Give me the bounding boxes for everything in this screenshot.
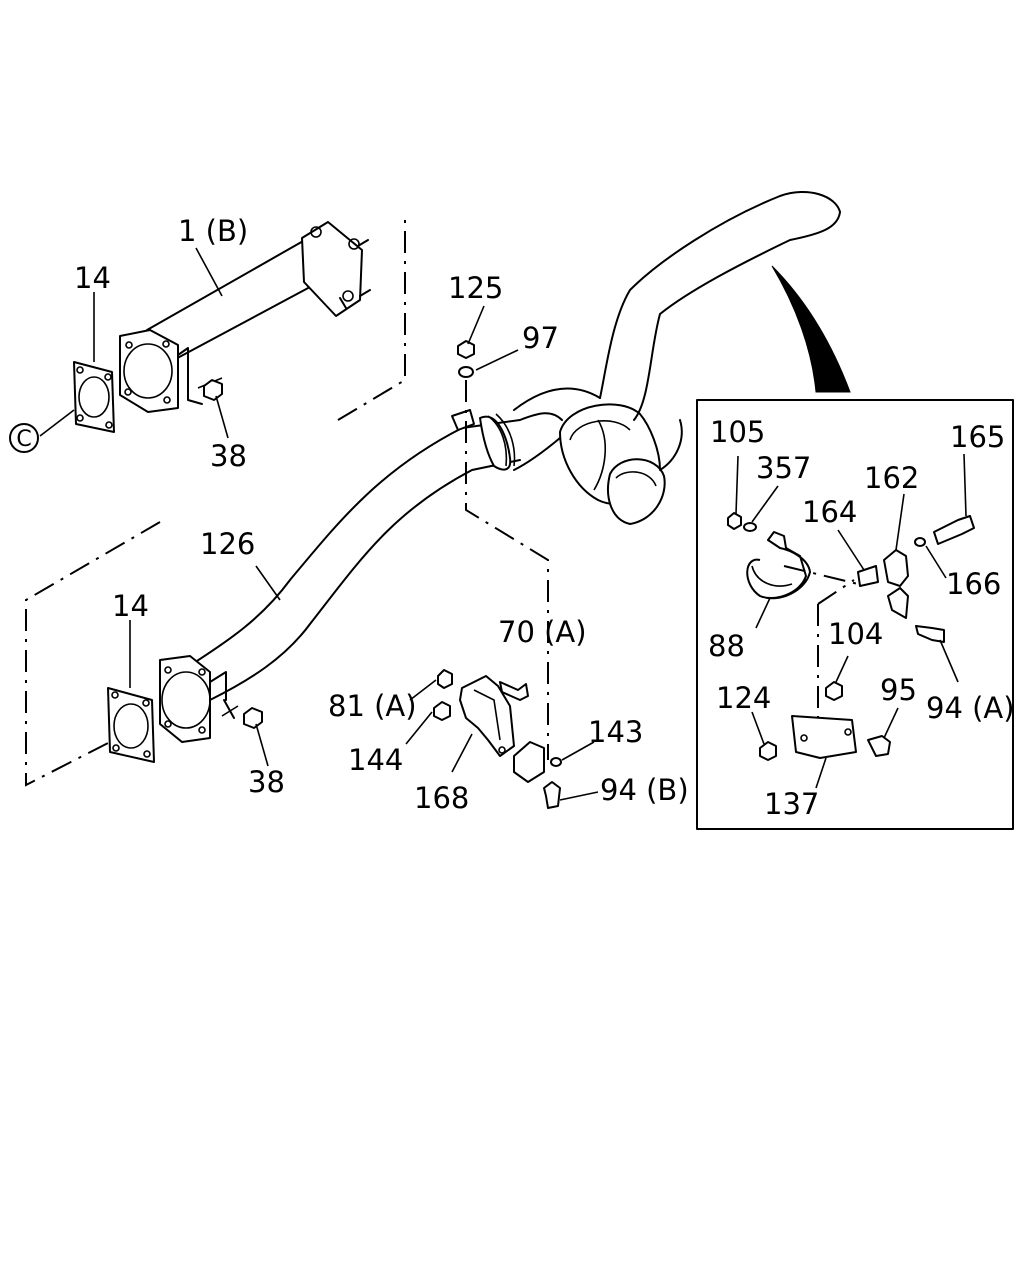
nut-144 — [433, 701, 451, 721]
nut-38-top — [203, 379, 223, 401]
callout-162: 162 — [864, 461, 919, 495]
callout-144: 144 — [348, 743, 403, 777]
callout-38-bottom: 38 — [248, 765, 285, 799]
callout-104: 104 — [828, 617, 883, 651]
nut-81a — [437, 669, 453, 689]
callout-94a: 94 (A) — [926, 691, 1015, 725]
callout-166: 166 — [946, 567, 1001, 601]
intermediate-pipe-126 — [159, 412, 563, 743]
callout-97: 97 — [522, 321, 559, 355]
nut-104 — [825, 681, 843, 701]
detail-components — [727, 512, 975, 761]
bolt-95 — [867, 735, 891, 757]
washer-357 — [743, 522, 757, 532]
detail-arrow — [771, 265, 851, 393]
bolt-165 — [933, 515, 975, 545]
muffler — [513, 387, 666, 525]
bolt-94a — [915, 625, 945, 643]
callout-164: 164 — [802, 495, 857, 529]
callout-168: 168 — [414, 781, 469, 815]
callout-137: 137 — [764, 787, 819, 821]
callout-95: 95 — [880, 673, 917, 707]
callout-143: 143 — [588, 715, 643, 749]
callout-14-bottom: 14 — [112, 589, 149, 623]
nut-105 — [727, 512, 742, 530]
callout-14-top: 14 — [74, 261, 111, 295]
callout-1b: 1 (B) — [178, 214, 248, 248]
callout-70a: 70 (A) — [498, 615, 587, 649]
tail-pipe — [599, 191, 841, 471]
bolt-70a — [499, 681, 529, 701]
gasket-14-bottom — [107, 687, 155, 763]
reference-marker: C — [9, 423, 39, 453]
callout-125: 125 — [448, 271, 503, 305]
nut-38-bottom — [243, 707, 263, 729]
callout-126: 126 — [200, 527, 255, 561]
callout-38-top: 38 — [210, 439, 247, 473]
nut-125 — [457, 340, 475, 359]
guide-line-lower — [25, 521, 161, 787]
front-pipe-1b — [119, 221, 371, 413]
callout-124: 124 — [716, 681, 771, 715]
washer-166 — [914, 537, 926, 547]
washer-143 — [550, 757, 562, 767]
nut-124 — [759, 741, 777, 761]
rubber-mount-143 — [513, 741, 545, 783]
callout-105: 105 — [710, 415, 765, 449]
leader-lines — [39, 247, 967, 801]
bracket-162 — [887, 587, 909, 619]
pipe-clamp — [451, 409, 516, 471]
clamp-88 — [746, 531, 811, 600]
spacer-164 — [857, 565, 879, 587]
reference-marker-label: C — [16, 427, 31, 452]
callout-357: 357 — [756, 451, 811, 485]
grommet-162 — [883, 549, 909, 587]
detail-box — [696, 399, 1014, 830]
callout-81a: 81 (A) — [328, 689, 417, 723]
callout-labels: 1 (B) 14 38 125 97 126 14 70 (A) 81 (A) … — [74, 214, 1015, 821]
guide-line-detail — [783, 565, 859, 720]
guide-line-bracket — [465, 380, 549, 760]
gasket-14-top — [73, 361, 115, 433]
washer-97 — [458, 366, 474, 378]
bolt-94b — [543, 781, 561, 809]
callout-165: 165 — [950, 420, 1005, 454]
callout-88: 88 — [708, 629, 745, 663]
hanger-bracket-168 — [459, 675, 515, 757]
bracket-137 — [791, 715, 857, 759]
callout-94b: 94 (B) — [600, 773, 689, 807]
